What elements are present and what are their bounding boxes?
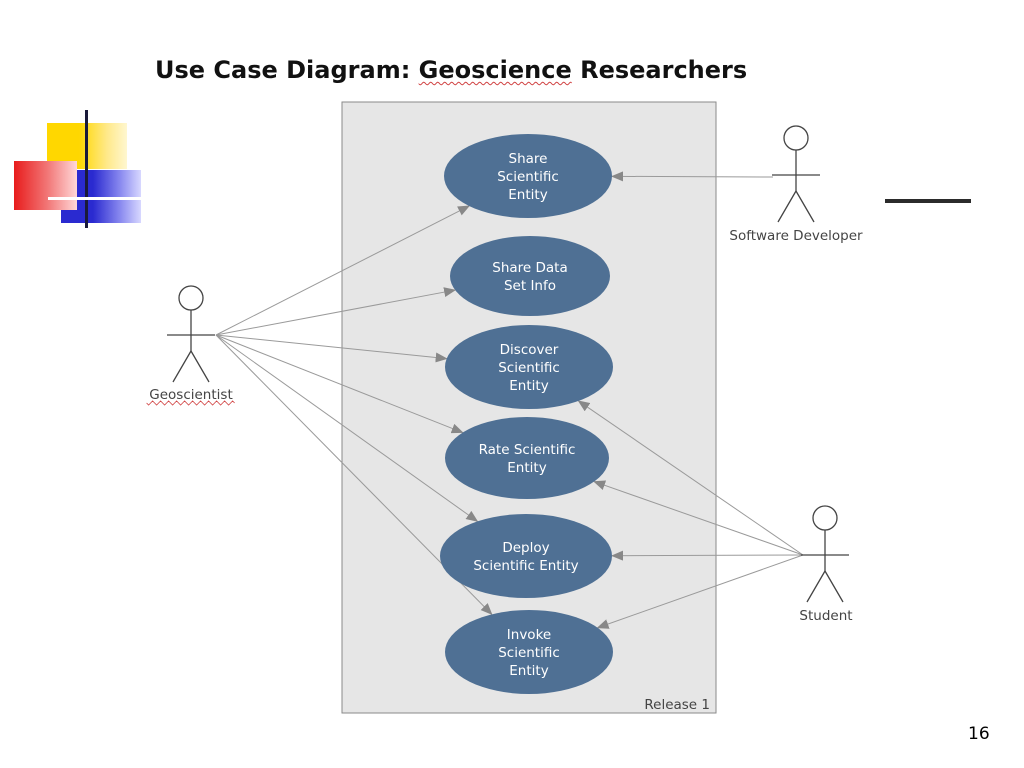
association-geoscientist-to-deploy-scientific-entity [215, 334, 479, 522]
decor-horizontal-line [48, 197, 141, 200]
use-case-ellipse [440, 514, 612, 598]
use-case-label: Rate Scientific [479, 442, 576, 458]
page-number: 16 [968, 724, 990, 744]
use-case-label: Invoke [507, 627, 551, 643]
use-case-label: Entity [509, 663, 548, 679]
association-geoscientist-to-share-scientific-entity [215, 205, 471, 336]
use-case-label: Scientific [498, 645, 560, 661]
decor-red-square [14, 161, 77, 210]
association-student-to-deploy-scientific-entity [610, 550, 804, 561]
slide-title-highlight: Geoscience [418, 56, 572, 84]
association-student-to-rate-scientific-entity [593, 480, 804, 556]
association-student-to-discover-scientific-entity [577, 400, 804, 556]
use-case-label: Discover [500, 342, 559, 358]
association-geoscientist-to-discover-scientific-entity [215, 334, 448, 363]
use-case-ellipse [445, 325, 613, 409]
actor-software-developer: Software Developer [729, 125, 863, 244]
use-case-ellipse [450, 236, 610, 316]
association-software-developer-to-share-scientific-entity [610, 171, 774, 182]
use-case-label: Scientific [497, 169, 559, 185]
use-case-label: Entity [508, 187, 547, 203]
use-case-label: Deploy [502, 540, 549, 556]
actor-figure-icon [772, 125, 820, 223]
slide-title-prefix: Use Case Diagram: [155, 56, 419, 84]
actor-label: Geoscientist [149, 387, 232, 403]
actor-geoscientist: Geoscientist [146, 285, 235, 406]
actor-figure-icon [167, 285, 215, 383]
use-case-label: Share [509, 151, 548, 167]
use-case-ellipse [445, 610, 613, 694]
actor-student: Student [799, 505, 853, 624]
use-case-label: Set Info [504, 278, 556, 294]
slide-title-suffix: Researchers [571, 56, 748, 84]
system-boundary-label: Release 1 [644, 697, 710, 713]
actor-label: Student [799, 608, 852, 624]
use-case-label: Entity [507, 460, 546, 476]
actor-figure-icon [801, 505, 849, 603]
use-case-label: Share Data [492, 260, 567, 276]
association-student-to-invoke-scientific-entity [596, 554, 804, 629]
decor-vertical-line [85, 110, 88, 228]
use-case-label: Entity [509, 378, 548, 394]
actor-label: Software Developer [729, 228, 863, 244]
spellcheck-underline [146, 400, 235, 406]
use-case-label: Scientific Entity [473, 558, 578, 574]
use-case-ellipse [445, 417, 609, 499]
association-geoscientist-to-share-data-set-info [215, 287, 457, 336]
use-case-label: Scientific [498, 360, 560, 376]
slide-title: Use Case Diagram: Geoscience Researchers [155, 56, 747, 84]
associations [215, 171, 804, 629]
use-case-ellipse [444, 134, 612, 218]
decor-dash-line [885, 199, 971, 203]
association-geoscientist-to-rate-scientific-entity [215, 334, 464, 434]
